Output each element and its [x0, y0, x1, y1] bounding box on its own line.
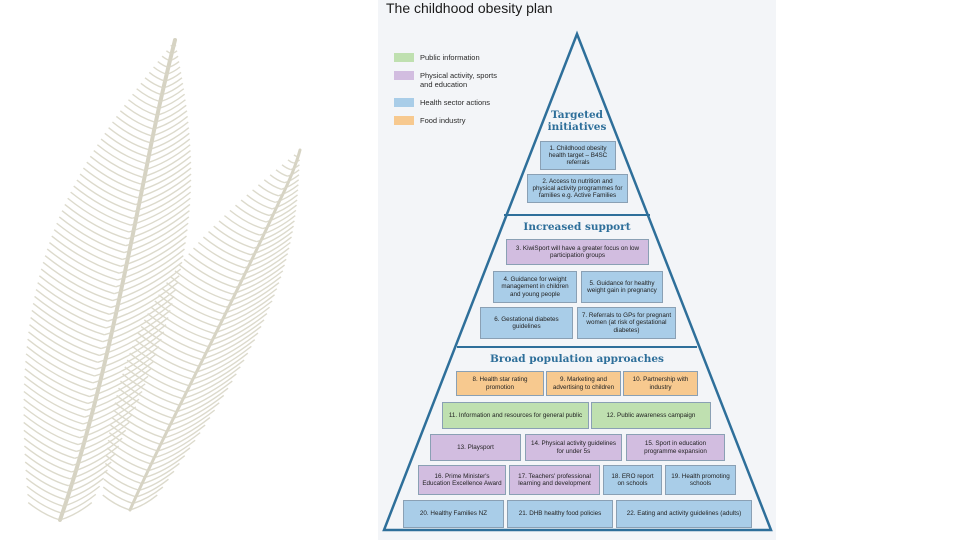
item-4: 4. Guidance for weight management in chi…	[493, 271, 577, 303]
item-9: 9. Marketing and advertising to children	[546, 371, 621, 396]
item-13: 13. Playsport	[430, 434, 521, 461]
item-20: 20. Healthy Families NZ	[403, 500, 504, 528]
item-14: 14. Physical activity guidelines for und…	[525, 434, 622, 461]
item-8: 8. Health star rating promotion	[456, 371, 544, 396]
item-3: 3. KiwiSport will have a greater focus o…	[506, 239, 649, 265]
item-17: 17. Teachers' professional learning and …	[509, 465, 600, 495]
item-21: 21. DHB healthy food policies	[507, 500, 613, 528]
item-19: 19. Health promoting schools	[665, 465, 736, 495]
item-7: 7. Referrals to GPs for pregnant women (…	[577, 307, 676, 339]
section-broad: Broad population approaches	[457, 353, 697, 365]
section-increased: Increased support	[487, 221, 667, 233]
item-10: 10. Partnership with industry	[623, 371, 698, 396]
item-22: 22. Eating and activity guidelines (adul…	[616, 500, 752, 528]
item-11: 11. Information and resources for genera…	[442, 402, 589, 429]
item-18: 18. ERO report on schools	[603, 465, 662, 495]
section-targeted: Targeted initiatives	[527, 109, 627, 133]
item-15: 15. Sport in education programme expansi…	[626, 434, 725, 461]
item-5: 5. Guidance for healthy weight gain in p…	[581, 271, 663, 303]
item-2: 2. Access to nutrition and physical acti…	[527, 174, 628, 203]
item-16: 16. Prime Minister's Education Excellenc…	[418, 465, 506, 495]
item-12: 12. Public awareness campaign	[591, 402, 711, 429]
item-1: 1. Childhood obesity health target – B4S…	[540, 141, 616, 170]
item-6: 6. Gestational diabetes guidelines	[480, 307, 573, 339]
